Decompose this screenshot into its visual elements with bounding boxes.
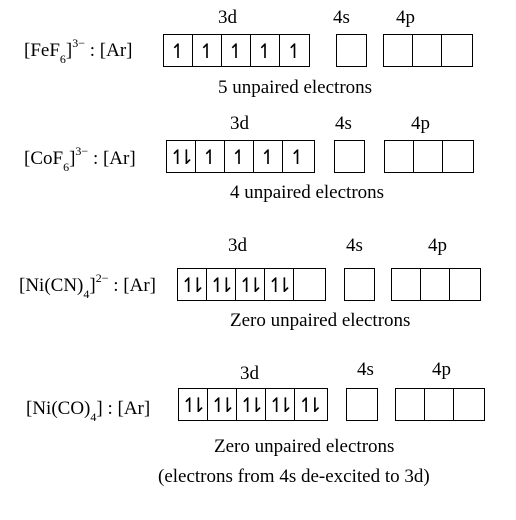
- orbital-box: [385, 141, 414, 172]
- unpaired-caption: 4 unpaired electrons: [230, 182, 385, 203]
- orbital-box: [443, 141, 472, 172]
- orbital-box: [414, 141, 443, 172]
- orbital-4s-box: [336, 34, 367, 67]
- electron-up-arrow-icon: [193, 35, 222, 66]
- electron-up-arrow-icon: [164, 35, 193, 66]
- label-3d: 3d: [240, 363, 259, 384]
- orbital-box: [442, 35, 471, 66]
- orbital-3d-boxes: [177, 268, 326, 301]
- complex-formula: [FeF6]3− : [Ar]: [24, 35, 133, 66]
- orbital-box: [392, 269, 421, 300]
- electron-pair-arrow-icon: [266, 389, 295, 420]
- orbital-4s-box: [346, 388, 378, 421]
- electron-pair-arrow-icon: [295, 389, 324, 420]
- orbital-box: [425, 389, 454, 420]
- label-4p: 4p: [411, 113, 430, 134]
- electron-up-arrow-icon: [196, 141, 225, 172]
- orbital-4s-box: [334, 140, 365, 173]
- electron-pair-arrow-icon: [179, 389, 208, 420]
- electron-up-arrow-icon: [225, 141, 254, 172]
- label-4p: 4p: [432, 359, 451, 380]
- unpaired-caption: 5 unpaired electrons: [218, 77, 373, 98]
- complex-formula: [CoF6]3− : [Ar]: [24, 143, 136, 174]
- orbital-box: [413, 35, 442, 66]
- unpaired-caption: Zero unpaired electrons: [214, 436, 395, 457]
- orbital-box: [335, 141, 364, 172]
- electron-pair-arrow-icon: [208, 389, 237, 420]
- label-4s: 4s: [333, 7, 350, 28]
- orbital-3d-boxes: [178, 388, 328, 421]
- orbital-4s-box: [344, 268, 375, 301]
- orbital-4p-boxes: [383, 34, 473, 67]
- orbital-box: [384, 35, 413, 66]
- deexcitation-note: (electrons from 4s de-excited to 3d): [158, 466, 430, 487]
- orbital-box: [347, 389, 376, 420]
- orbital-box: [337, 35, 366, 66]
- complex-block-fef6: 3d 4s 4p [FeF6]3− : [Ar] 5 unpaired elec…: [0, 0, 516, 110]
- complex-formula: [Ni(CN)4]2− : [Ar]: [19, 270, 156, 301]
- orbital-4p-boxes: [384, 140, 474, 173]
- unpaired-caption: Zero unpaired electrons: [230, 310, 411, 331]
- orbital-box: [454, 389, 483, 420]
- electron-up-arrow-icon: [251, 35, 280, 66]
- label-3d: 3d: [218, 7, 237, 28]
- orbital-box: [345, 269, 374, 300]
- orbital-box: [396, 389, 425, 420]
- orbital-box: [421, 269, 450, 300]
- orbital-3d-boxes: [163, 34, 310, 67]
- label-4s: 4s: [357, 359, 374, 380]
- electron-pair-arrow-icon: [265, 269, 294, 300]
- label-4p: 4p: [396, 7, 415, 28]
- electron-pair-arrow-icon: [207, 269, 236, 300]
- orbital-4p-boxes: [395, 388, 485, 421]
- label-4s: 4s: [335, 113, 352, 134]
- orbital-4p-boxes: [391, 268, 481, 301]
- orbital-3d-boxes: [166, 140, 315, 173]
- label-3d: 3d: [230, 113, 249, 134]
- orbital-box: [450, 269, 479, 300]
- electron-up-arrow-icon: [222, 35, 251, 66]
- orbital-box: [294, 269, 323, 300]
- label-4s: 4s: [346, 235, 363, 256]
- complex-block-cof6: 3d 4s 4p [CoF6]3− : [Ar] 4 unpaired elec…: [0, 112, 516, 222]
- electron-pair-arrow-icon: [236, 269, 265, 300]
- label-4p: 4p: [428, 235, 447, 256]
- label-3d: 3d: [228, 235, 247, 256]
- complex-formula: [Ni(CO)4] : [Ar]: [26, 398, 151, 424]
- electron-up-arrow-icon: [254, 141, 283, 172]
- electron-pair-arrow-icon: [237, 389, 266, 420]
- electron-up-arrow-icon: [283, 141, 312, 172]
- complex-block-nicn4: 3d 4s 4p [Ni(CN)4]2− : [Ar] Zero unpaire…: [0, 236, 516, 346]
- electron-pair-arrow-icon: [167, 141, 196, 172]
- electron-up-arrow-icon: [280, 35, 309, 66]
- electron-pair-arrow-icon: [178, 269, 207, 300]
- complex-block-nico4: 3d 4s 4p [Ni(CO)4] : [Ar] Zero unpaired …: [0, 356, 516, 516]
